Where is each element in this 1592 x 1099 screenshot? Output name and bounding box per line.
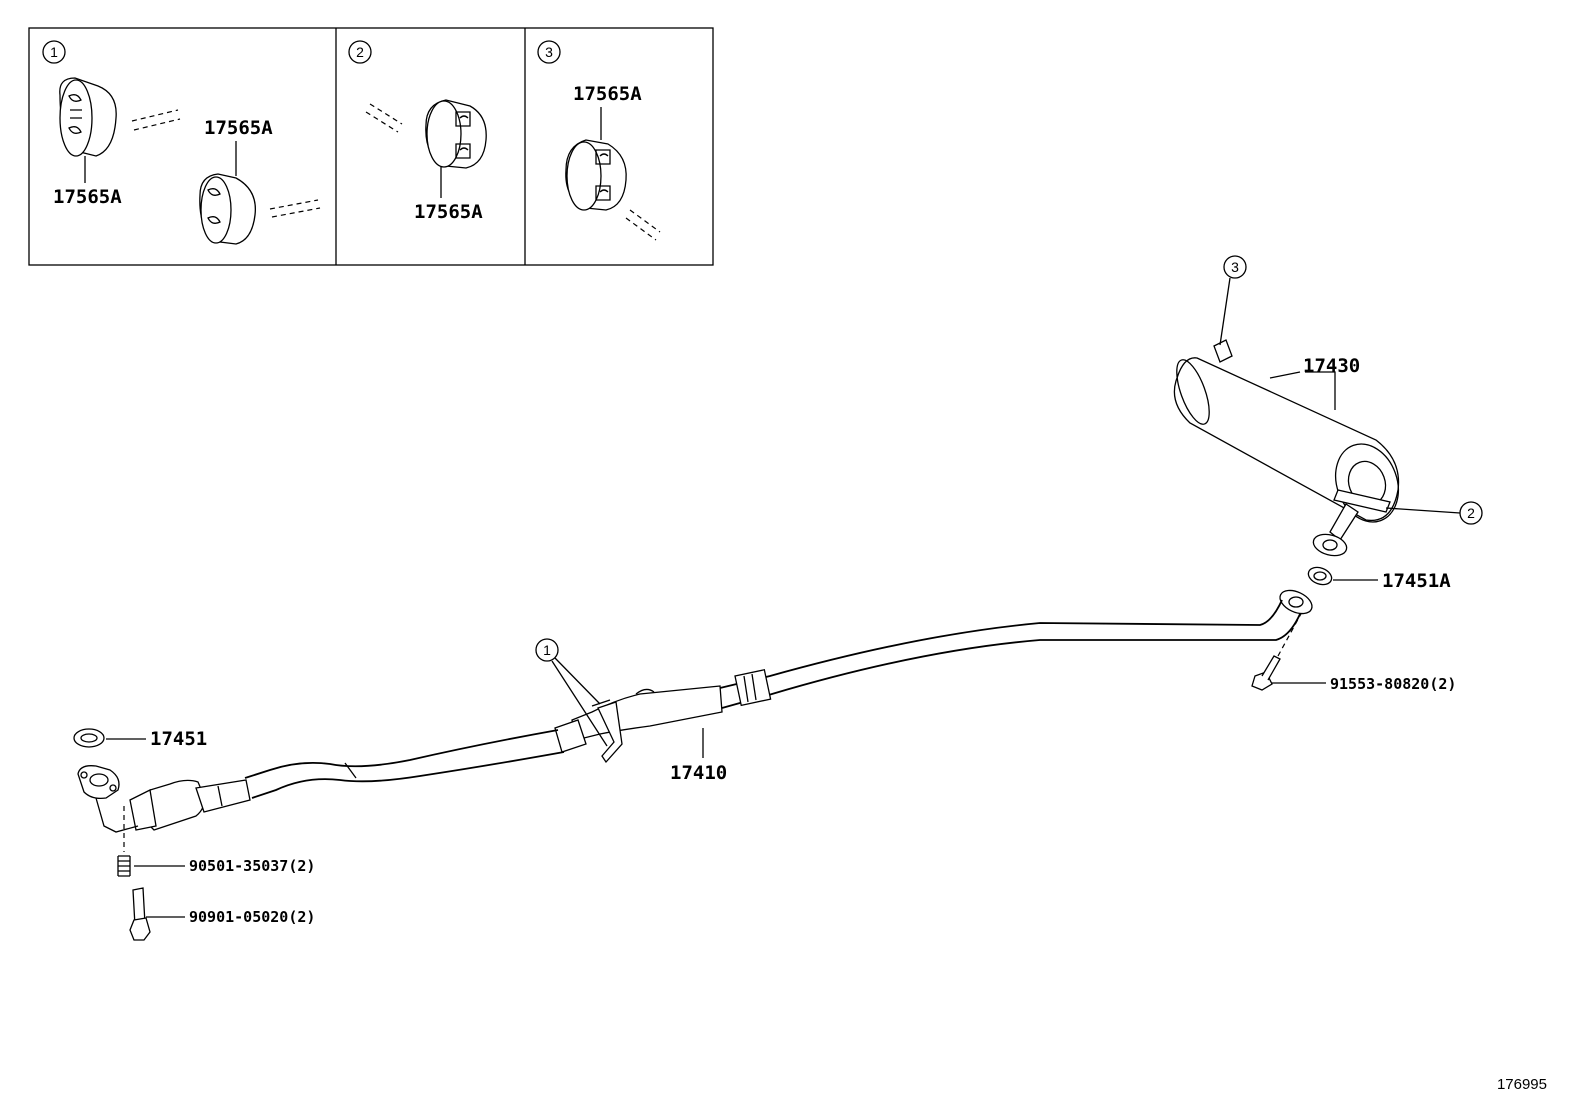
hanger-rubber-icon — [199, 173, 257, 245]
inset-2-marker-circle — [348, 40, 372, 64]
spring-icon — [117, 855, 131, 877]
label-17451A: 17451A — [1382, 570, 1451, 592]
label-90501-35037: 90501-35037(2) — [189, 857, 315, 875]
inset-2: 2 17565A — [348, 40, 487, 223]
callout-1-circle — [535, 638, 559, 662]
inset-1-label-b: 17565A — [204, 117, 273, 139]
hanger-rubber-icon — [565, 139, 627, 211]
catalytic-converter — [77, 765, 251, 833]
inset-3-marker: 3 — [545, 44, 553, 60]
bolt-front — [129, 887, 151, 941]
callout-3-circle — [1223, 255, 1247, 279]
label-91553-80820: 91553-80820(2) — [1330, 675, 1456, 693]
hanger-rubber-icon — [425, 99, 487, 169]
inset-2-marker: 2 — [356, 44, 364, 60]
muffler — [1173, 339, 1400, 557]
callout-1: 1 — [543, 642, 551, 658]
hanger-rubber-icon — [59, 77, 117, 157]
inset-2-label: 17565A — [414, 201, 483, 223]
inset-3-label: 17565A — [573, 83, 642, 105]
callout-3: 3 — [1231, 259, 1239, 275]
label-17451: 17451 — [150, 728, 207, 750]
gasket-rear — [1307, 566, 1333, 586]
inset-1-marker: 1 — [50, 44, 58, 60]
label-17410: 17410 — [670, 762, 727, 784]
callout-2: 2 — [1467, 505, 1475, 521]
inset-1: 1 17565A 17565A — [42, 40, 321, 245]
inset-3: 3 17565A — [537, 40, 661, 241]
inset-1-label-a: 17565A — [53, 186, 122, 208]
diagram-id: 176995 — [1497, 1076, 1547, 1093]
gasket-front — [73, 728, 105, 748]
inset-panel — [28, 27, 714, 266]
center-pipe — [244, 589, 1313, 799]
label-90901-05020: 90901-05020(2) — [189, 908, 315, 926]
inset-3-marker-circle — [537, 40, 561, 64]
label-17430: 17430 — [1303, 355, 1360, 377]
bolt-rear — [1251, 655, 1281, 691]
inset-1-marker-circle — [42, 40, 66, 64]
